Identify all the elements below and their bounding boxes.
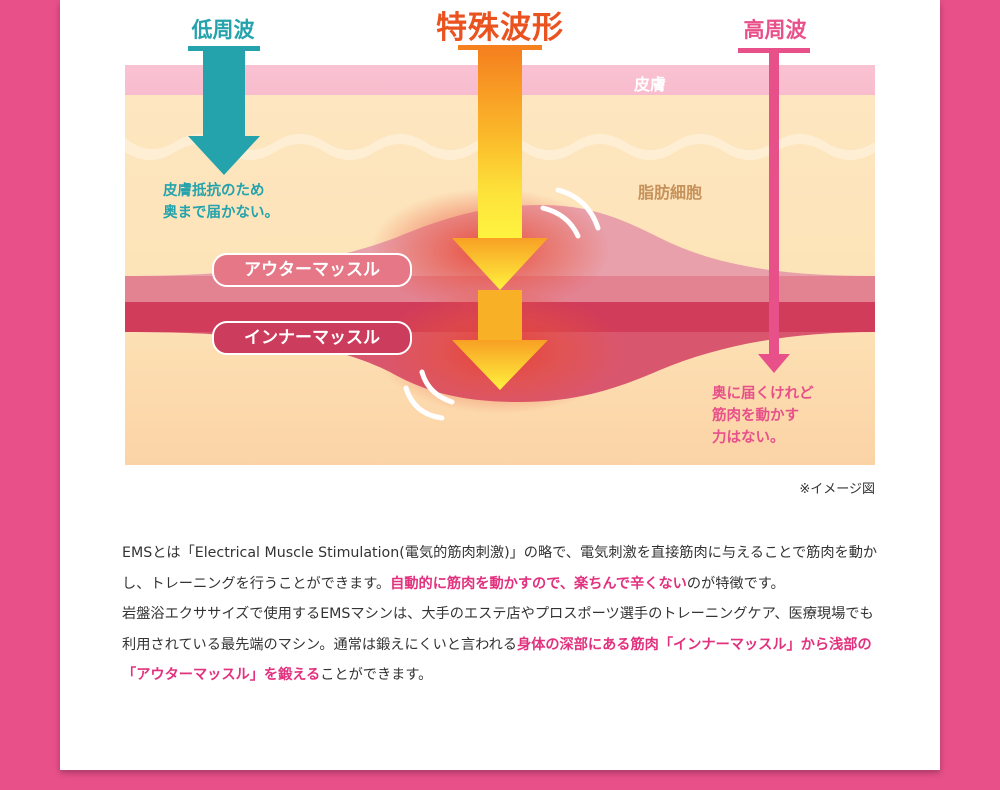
special-wave-arrow [452,45,548,390]
high-wave-note: 奥に届くけれど 筋肉を動かす 力はない。 [712,383,814,449]
outer-muscle-label: アウターマッスル [212,253,412,287]
description-text: EMSとは「Electrical Muscle Stimulation(電気的筋… [122,538,882,691]
low-wave-note-line: 奥まで届かない。 [163,205,279,221]
high-wave-note-line: 筋肉を動かす [712,408,799,424]
paragraph-text: ことができます。 [320,667,433,683]
diagram-canvas [125,45,875,465]
low-wave-label: 低周波 [191,18,255,42]
high-wave-note-line: 力はない。 [712,430,785,446]
skin-layer-label: 皮膚 [633,75,666,94]
motion-marks-bottom [403,369,455,421]
inner-muscle-label: インナーマッスル [212,321,412,355]
high-wave-label: 高周波 [743,18,807,42]
low-wave-note-line: 皮膚抵抗のため [163,183,265,199]
highlight-text: 自動的に筋肉を動かすので、楽ちんで辛くない [390,575,687,592]
paragraph-text: 岩盤浴エクササイズで使用するEMSマシンは、大手のエステ店やプロスポーツ選手のト… [122,606,874,653]
low-wave-arrow [188,46,260,175]
description-paragraph: 岩盤浴エクササイズで使用するEMSマシンは、大手のエステ店やプロスポーツ選手のト… [122,599,882,691]
fat-wave-boundary [125,134,875,160]
highlight-text: 身体の深部にある筋肉「インナーマッスル」から浅部の「アウターマッスル」を鍛える [122,636,872,684]
special-wave-label: 特殊波形 [436,10,564,46]
description-paragraph: EMSとは「Electrical Muscle Stimulation(電気的筋… [122,538,882,599]
image-caption: ※イメージ図 [799,482,875,497]
paragraph-text: EMSとは「Electrical Muscle Stimulation(電気的筋… [122,545,878,592]
high-wave-arrow [738,48,810,373]
motion-marks-top [540,187,601,239]
paragraph-text: のが特徴です。 [686,575,785,592]
ems-diagram: 低周波 特殊波形 高周波 皮膚 脂肪細胞 皮膚抵抗のため 奥まで届かない。 奥に… [125,10,875,465]
low-wave-note: 皮膚抵抗のため 奥まで届かない。 [163,180,279,224]
fat-layer-label: 脂肪細胞 [637,183,702,202]
high-wave-note-line: 奥に届くけれど [712,386,814,402]
